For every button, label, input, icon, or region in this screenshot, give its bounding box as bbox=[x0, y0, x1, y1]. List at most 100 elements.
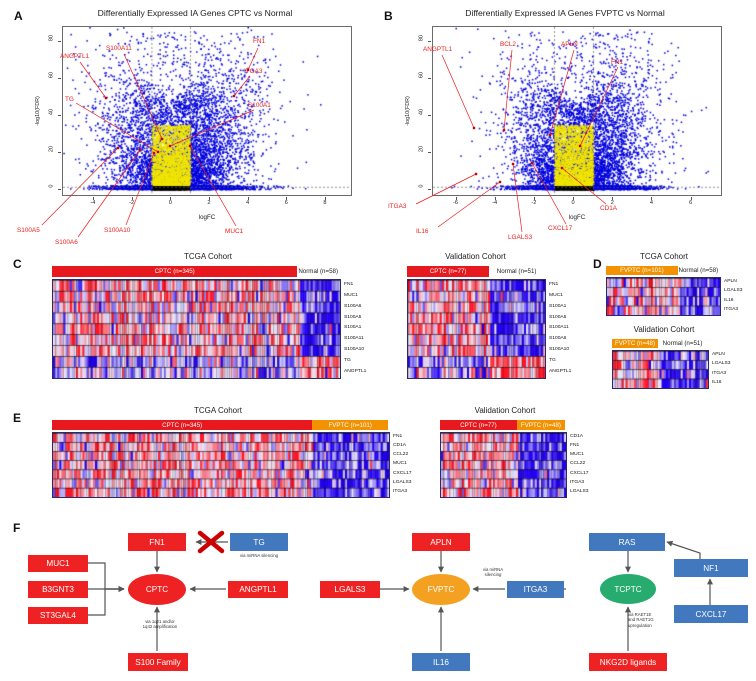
heatmap-gene-label: LGALS3 bbox=[570, 488, 589, 494]
annotation-itga3: ITGA3 bbox=[244, 68, 263, 75]
annotation-b-lgals3: LGALS3 bbox=[508, 234, 533, 241]
heatmap-gene-label: ITGA3 bbox=[724, 306, 739, 312]
y-tick-mark bbox=[58, 188, 61, 190]
heatmap-group-label: Normal (n=58) bbox=[678, 267, 719, 274]
heatmap-gene-label: S100A10 bbox=[344, 347, 365, 353]
heatmap-gene-label: ANGPTL1 bbox=[549, 368, 572, 374]
y-tick-label: 20 bbox=[48, 145, 55, 152]
y-tick-label: 40 bbox=[418, 108, 425, 115]
heatmap-d-val-title: Validation Cohort bbox=[633, 325, 695, 334]
heatmap-gene-label: MUC1 bbox=[570, 452, 584, 458]
annotation-tg: TG bbox=[65, 96, 74, 103]
heatmap-d-val-matrix bbox=[612, 350, 709, 389]
x-tick-label: 4 bbox=[649, 200, 654, 206]
annotation-b-cd1a: CD1A bbox=[600, 205, 618, 212]
annotation-s100a5: S100A5 bbox=[17, 227, 40, 234]
node-cptc-center[interactable]: CPTC bbox=[128, 574, 186, 605]
volcano-a-title: Differentially Expressed IA Genes CPTC v… bbox=[97, 8, 293, 18]
heatmap-e-tcga-group-bar: CPTC (n=345)FVPTC (n=101) bbox=[52, 420, 388, 430]
annotation-b-fn1: FN1 bbox=[611, 59, 624, 66]
node-nf1[interactable]: NF1 bbox=[674, 559, 748, 577]
heatmap-gene-label: IL16 bbox=[712, 379, 722, 385]
heatmap-group-label: FVPTC (n=101) bbox=[606, 266, 678, 275]
y-tick-mark bbox=[428, 77, 431, 79]
heatmap-c-val-matrix bbox=[407, 279, 546, 379]
node-nkg2d-ligands[interactable]: NKG2D ligands bbox=[589, 653, 667, 671]
y-tick-mark bbox=[58, 77, 61, 79]
node-itga3[interactable]: ITGA3 bbox=[507, 581, 564, 598]
panel-letter-a: A bbox=[14, 9, 23, 23]
heatmap-gene-label: CCL22 bbox=[570, 461, 586, 467]
annotation-b-bcl2: BCL2 bbox=[500, 41, 516, 48]
heatmap-d-tcga-group-bar: FVPTC (n=101)Normal (n=58) bbox=[606, 266, 719, 275]
y-tick-label: 60 bbox=[48, 71, 55, 78]
annotation-s100a1: S100A1 bbox=[248, 102, 271, 109]
node-st3gal4[interactable]: ST3GAL4 bbox=[28, 607, 88, 624]
heatmap-d-validation: Validation Cohort FVPTC (n=48)Normal (n=… bbox=[600, 325, 750, 395]
annotation-b-il16: IL16 bbox=[416, 228, 429, 235]
node-il16[interactable]: IL16 bbox=[412, 653, 470, 671]
y-tick-mark bbox=[58, 151, 61, 153]
volcano-b-xlabel: logFC bbox=[568, 214, 586, 221]
y-tick-mark bbox=[428, 151, 431, 153]
annotation-b-apln: APLN bbox=[561, 41, 578, 48]
node-lgals3[interactable]: LGALS3 bbox=[320, 581, 380, 598]
y-tick-label: 0 bbox=[418, 184, 425, 188]
heatmap-gene-label: ITGA3 bbox=[712, 370, 727, 376]
y-tick-label: 0 bbox=[48, 184, 55, 188]
node-ras[interactable]: RAS bbox=[589, 533, 665, 551]
panel-letter-b: B bbox=[384, 9, 393, 23]
heatmap-gene-label: CD1A bbox=[393, 443, 407, 449]
node-b3gnt3[interactable]: B3GNT3 bbox=[28, 581, 88, 598]
y-tick-mark bbox=[428, 188, 431, 190]
node-apln[interactable]: APLN bbox=[412, 533, 470, 551]
heatmap-gene-label: CD1A bbox=[570, 433, 584, 439]
heatmap-gene-label: TG bbox=[344, 358, 351, 364]
heatmap-e-tcga-title: TCGA Cohort bbox=[193, 406, 242, 415]
node-fvptc-center[interactable]: FVPTC bbox=[412, 574, 470, 605]
volcano-b-ylabel: -log10(FDR) bbox=[405, 96, 411, 126]
heatmap-d-tcga: TCGA Cohort FVPTC (n=101)Normal (n=58) A… bbox=[600, 252, 750, 322]
note-mirna-silencing-cptc: via miRNA silencing bbox=[240, 553, 278, 558]
heatmap-gene-label: APLN bbox=[712, 352, 725, 358]
y-tick-mark bbox=[428, 114, 431, 116]
heatmap-gene-label: S100A1 bbox=[344, 325, 362, 331]
heatmap-e-tcga-matrix bbox=[52, 432, 390, 498]
heatmap-e-validation: Validation Cohort CPTC (n=77)FVPTC (n=48… bbox=[435, 406, 655, 516]
annotation-s100a6: S100A6 bbox=[55, 239, 78, 246]
heatmap-e-val-title: Validation Cohort bbox=[474, 406, 536, 415]
heatmap-gene-label: LGALS3 bbox=[393, 479, 412, 485]
x-tick-mark bbox=[651, 197, 653, 200]
heatmap-gene-label: S100A11 bbox=[549, 325, 569, 331]
heatmap-gene-label: ITGA3 bbox=[393, 488, 408, 494]
node-angptl1[interactable]: ANGPTL1 bbox=[228, 581, 288, 598]
heatmap-gene-label: MUC1 bbox=[344, 292, 358, 298]
node-tcptc-center[interactable]: TCPTC bbox=[600, 574, 656, 604]
volcano-a-ylabel: -log10(FDR) bbox=[35, 96, 41, 126]
heatmap-group-label: CPTC (n=77) bbox=[407, 266, 490, 277]
heatmap-gene-label: S100A5 bbox=[549, 314, 567, 320]
heatmap-d-tcga-matrix bbox=[606, 277, 721, 316]
y-tick-label: 80 bbox=[48, 34, 55, 41]
x-tick-mark bbox=[612, 197, 614, 200]
node-s100-family[interactable]: S100 Family bbox=[128, 653, 188, 671]
heatmap-c-tcga-title: TCGA Cohort bbox=[183, 252, 232, 261]
annotation-s100a10: S100A10 bbox=[104, 227, 131, 234]
heatmap-gene-label: LGALS3 bbox=[712, 361, 731, 367]
heatmap-gene-label: IL16 bbox=[724, 297, 734, 303]
x-tick-label: 0 bbox=[168, 200, 172, 206]
x-tick-label: 2 bbox=[610, 200, 614, 206]
heatmap-gene-label: S100A1 bbox=[549, 303, 567, 309]
heatmap-gene-label: FN1 bbox=[549, 281, 559, 287]
heatmap-gene-label: CCL22 bbox=[393, 452, 409, 458]
y-tick-label: 80 bbox=[418, 34, 425, 41]
y-tick-mark bbox=[58, 114, 61, 116]
node-fn1[interactable]: FN1 bbox=[128, 533, 186, 551]
heatmap-group-label: FVPTC (n=48) bbox=[516, 420, 565, 430]
node-cxcl17[interactable]: CXCL17 bbox=[674, 605, 748, 623]
node-muc1[interactable]: MUC1 bbox=[28, 555, 88, 572]
heatmap-gene-label: S100A5 bbox=[344, 314, 362, 320]
x-tick-label: -2 bbox=[531, 200, 537, 206]
node-tg[interactable]: TG bbox=[230, 533, 288, 551]
y-tick-mark bbox=[58, 40, 61, 42]
